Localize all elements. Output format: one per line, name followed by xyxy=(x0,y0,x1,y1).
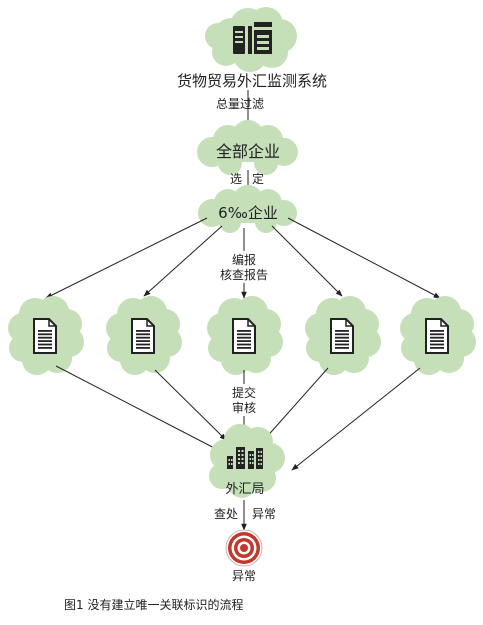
anomaly-label: 异常 xyxy=(232,569,256,583)
step-report-label-line2: 核查报告 xyxy=(220,267,268,282)
document-icon xyxy=(232,318,256,354)
step-report-label-line1: 编报 xyxy=(232,252,256,267)
arrow-to-doc-1 xyxy=(45,217,208,299)
document-icon xyxy=(330,318,354,354)
all-enterprises-cloud xyxy=(197,120,298,175)
document-cloud xyxy=(8,296,84,375)
step-submit-label-line2: 审核 xyxy=(232,400,256,415)
arrow-doc-2-to-bureau xyxy=(154,369,227,441)
all-enterprises-label: 全部企业 xyxy=(216,142,280,161)
document-icon xyxy=(425,318,449,354)
step-submit-label-line1: 提交 xyxy=(232,385,256,400)
arrow-to-doc-2 xyxy=(143,225,223,297)
bundle-icon xyxy=(233,22,272,54)
document-icon xyxy=(33,318,57,354)
step-investigate-label-left: 查处 xyxy=(214,507,238,521)
document-cloud xyxy=(305,296,381,375)
arrow-to-doc-4 xyxy=(271,225,343,297)
document-cloud xyxy=(106,296,182,375)
step-investigate-label-right: 异常 xyxy=(252,507,276,521)
arrow-doc-4-to-bureau xyxy=(263,367,329,441)
step-select-label-left: 选 xyxy=(230,172,242,186)
step-total-filter-label: 总量过滤 xyxy=(216,97,264,111)
target-icon xyxy=(225,529,263,567)
system-cloud xyxy=(205,7,297,72)
document-row xyxy=(8,296,476,375)
system-label: 货物贸易外汇监测系统 xyxy=(177,72,327,90)
document-cloud xyxy=(207,296,283,375)
figure-caption: 图1 没有建立唯一关联标识的流程 xyxy=(64,597,243,612)
arrow-doc-1-to-bureau xyxy=(55,365,223,453)
selected-enterprises-label: 6‰企业 xyxy=(218,204,278,222)
forex-bureau-label: 外汇局 xyxy=(225,482,264,497)
step-select-label-right: 定 xyxy=(252,171,264,186)
document-cloud xyxy=(400,296,476,375)
arrow-doc-5-to-bureau xyxy=(291,367,421,471)
document-icon xyxy=(131,318,155,354)
building-icon xyxy=(227,447,263,469)
arrow-to-doc-5 xyxy=(287,217,441,299)
